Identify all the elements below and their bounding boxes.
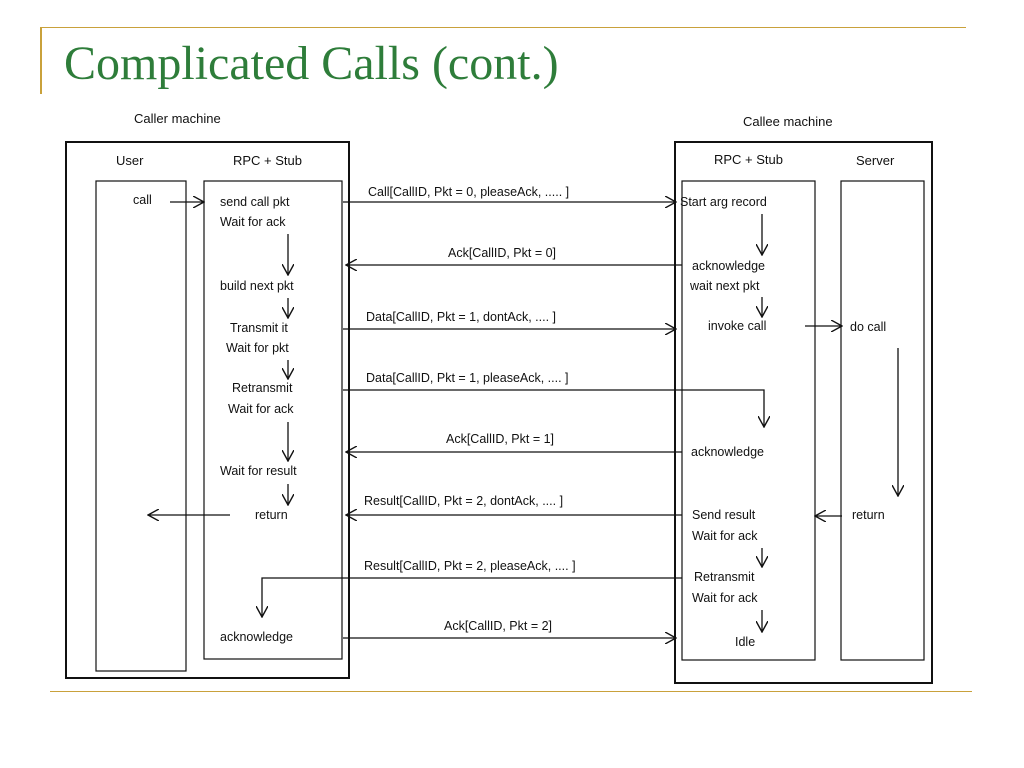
message-ack-pkt0: Ack[CallID, Pkt = 0] <box>448 246 556 260</box>
caller-step-retransmit: Retransmit <box>232 381 293 395</box>
callee-stub-lane <box>681 180 816 661</box>
caller-machine-label: Caller machine <box>134 111 221 126</box>
user-column-header: User <box>116 153 144 168</box>
caller-step-build-next-pkt: build next pkt <box>220 279 294 293</box>
callee-step-invoke-call: invoke call <box>708 319 766 333</box>
callee-step-wait-next-pkt: wait next pkt <box>689 279 760 293</box>
callee-step-acknowledge-1: acknowledge <box>692 259 765 273</box>
caller-stub-lane <box>203 180 343 660</box>
message-data-pkt1-dontack: Data[CallID, Pkt = 1, dontAck, .... ] <box>366 310 556 324</box>
caller-step-wait-for-ack-2: Wait for ack <box>228 402 294 416</box>
caller-step-return: return <box>255 508 288 522</box>
callee-machine-box <box>674 141 933 684</box>
caller-step-acknowledge: acknowledge <box>220 630 293 644</box>
callee-step-wait-for-ack-2: Wait for ack <box>692 591 758 605</box>
user-lane <box>95 180 187 672</box>
message-data-pkt1-pleaseack: Data[CallID, Pkt = 1, pleaseAck, .... ] <box>366 371 569 385</box>
caller-step-transmit-it: Transmit it <box>230 321 288 335</box>
caller-step-send-call-pkt: send call pkt <box>220 195 290 209</box>
accent-rule-top <box>40 27 966 28</box>
arrow-data-pkt1-pleaseack <box>343 389 764 427</box>
message-ack-pkt1: Ack[CallID, Pkt = 1] <box>446 432 554 446</box>
accent-rule-bottom <box>50 691 972 692</box>
caller-machine-box <box>65 141 350 679</box>
server-step-do-call: do call <box>850 320 886 334</box>
arrow-result-pkt2-pleaseack <box>262 577 682 617</box>
callee-step-send-result: Send result <box>692 508 756 522</box>
callee-step-start-arg-record: Start arg record <box>680 195 767 209</box>
message-ack-pkt2: Ack[CallID, Pkt = 2] <box>444 619 552 633</box>
accent-rule-vertical <box>40 28 42 94</box>
caller-step-wait-for-result: Wait for result <box>220 464 297 478</box>
server-lane <box>840 180 925 661</box>
message-call-pkt0: Call[CallID, Pkt = 0, pleaseAck, ..... ] <box>368 185 569 199</box>
message-result-pkt2-pleaseack: Result[CallID, Pkt = 2, pleaseAck, .... … <box>364 559 576 573</box>
caller-step-wait-for-pkt: Wait for pkt <box>226 341 289 355</box>
server-column-header: Server <box>856 153 895 168</box>
callee-step-wait-for-ack-1: Wait for ack <box>692 529 758 543</box>
callee-step-acknowledge-2: acknowledge <box>691 445 764 459</box>
callee-stub-column-header: RPC + Stub <box>714 152 783 167</box>
callee-step-retransmit: Retransmit <box>694 570 755 584</box>
caller-stub-column-header: RPC + Stub <box>233 153 302 168</box>
user-step-call: call <box>133 193 152 207</box>
server-step-return: return <box>852 508 885 522</box>
slide-title: Complicated Calls (cont.) <box>64 37 559 90</box>
callee-machine-label: Callee machine <box>743 114 833 129</box>
message-result-pkt2-dontack: Result[CallID, Pkt = 2, dontAck, .... ] <box>364 494 563 508</box>
caller-step-wait-for-ack-1: Wait for ack <box>220 215 286 229</box>
callee-step-idle: Idle <box>735 635 755 649</box>
